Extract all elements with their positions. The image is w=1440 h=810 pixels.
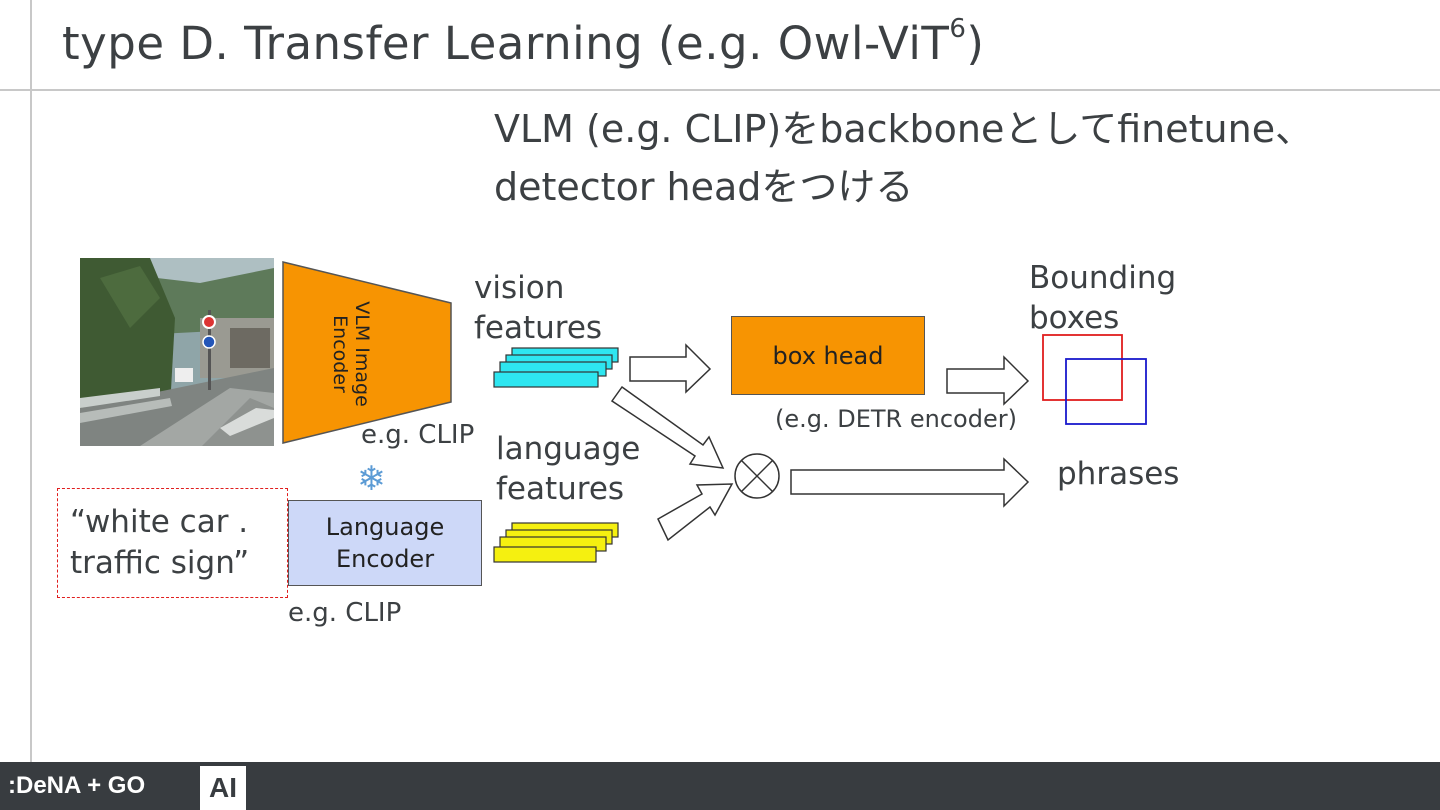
- language-features-label: language features: [496, 431, 641, 507]
- vlm-image-encoder-label: VLM Image Encoder: [329, 301, 373, 407]
- footer-bar: :DeNA + GO AI: [0, 762, 1440, 810]
- ai-badge: AI: [200, 766, 246, 810]
- arrow-to-phrases: [790, 457, 1030, 508]
- vlm-encoder-example: e.g. CLIP: [361, 420, 475, 450]
- language-feature-bar: [493, 546, 597, 563]
- bounding-boxes-label: Bounding boxes: [1029, 260, 1177, 336]
- arrow-to-box-head: [629, 343, 712, 394]
- slide-description: VLM (e.g. CLIP)をbackboneとしてfinetune、 det…: [494, 100, 1313, 216]
- vlm-image-encoder-block: [282, 261, 452, 444]
- box-head-block: box head: [731, 316, 925, 395]
- description-line-1: VLM (e.g. CLIP)をbackboneとしてfinetune、: [494, 107, 1314, 151]
- text-prompt-box: [57, 488, 288, 598]
- slide-left-rule: [30, 0, 32, 762]
- arrow-to-bounding-boxes: [946, 355, 1030, 406]
- phrases-label: phrases: [1057, 456, 1180, 492]
- language-encoder-example: e.g. CLIP: [288, 598, 402, 628]
- slide-title: type D. Transfer Learning (e.g. Owl-ViT6…: [62, 14, 984, 70]
- snowflake-icon: ❄: [357, 459, 386, 499]
- street-scene-image: [80, 258, 274, 446]
- slide-title-text: type D. Transfer Learning (e.g. Owl-ViT: [62, 17, 950, 70]
- language-encoder-block: Language Encoder: [288, 500, 482, 586]
- vision-feature-bar: [493, 371, 599, 388]
- arrow-language-to-combine: [657, 483, 734, 542]
- text-prompt: “white car . traffic sign”: [70, 504, 250, 581]
- company-logo: :DeNA + GO: [8, 772, 146, 799]
- slide-header-rule: [0, 89, 1440, 91]
- arrow-vision-to-combine: [610, 385, 725, 469]
- vision-features-label: vision features: [474, 270, 603, 346]
- title-footnote: 6: [949, 14, 967, 44]
- bbox-red: [1042, 334, 1123, 401]
- slide-title-suffix: ): [966, 17, 985, 70]
- circled-times-icon: [734, 453, 780, 499]
- bbox-blue: [1065, 358, 1147, 425]
- description-line-2: detector headをつける: [494, 165, 914, 209]
- box-head-example: (e.g. DETR encoder): [775, 405, 1017, 433]
